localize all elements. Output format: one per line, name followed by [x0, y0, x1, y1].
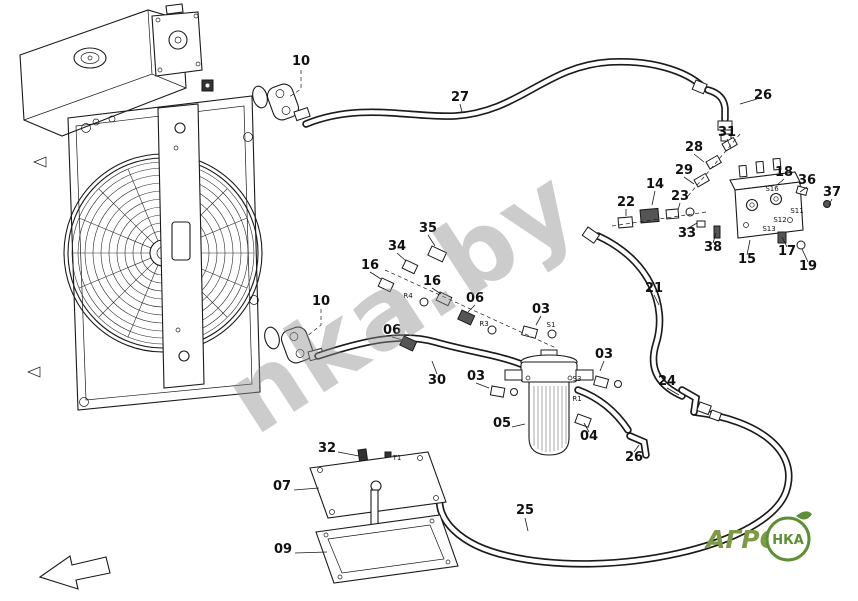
- logo-leaf-icon: [796, 511, 812, 520]
- callout-14: 14: [646, 177, 664, 192]
- port-label-r3: R3: [479, 320, 488, 328]
- hose-filter-link: [574, 386, 650, 459]
- callout-06-top: 06: [466, 291, 484, 306]
- flange-top: [252, 83, 311, 122]
- port-label-s3: S3: [573, 375, 582, 383]
- brand-logo: АГРО НКА: [704, 511, 812, 562]
- gasket-frame-09: [315, 514, 459, 584]
- callout-28: 28: [685, 140, 703, 155]
- valve-block: [729, 157, 804, 239]
- callout-32: 32: [318, 441, 336, 456]
- callout-34: 34: [388, 239, 406, 254]
- callout-03-left: 03: [467, 369, 485, 384]
- hose-30: [314, 334, 530, 370]
- callout-24: 24: [658, 374, 676, 389]
- oil-tank: [19, 9, 187, 168]
- callout-29: 29: [675, 163, 693, 178]
- callout-26-top: 26: [754, 88, 772, 103]
- callout-27: 27: [451, 90, 469, 105]
- hose-27: [302, 57, 708, 128]
- callout-21: 21: [645, 281, 663, 296]
- callout-37: 37: [823, 185, 841, 200]
- port-label-t1: T1: [392, 454, 402, 462]
- callout-18: 18: [775, 165, 793, 180]
- port-label-s1: S1: [547, 321, 556, 329]
- callout-15: 15: [738, 252, 756, 267]
- callout-33: 33: [678, 226, 696, 241]
- callout-17: 17: [778, 244, 796, 259]
- port-label-s16: S16: [765, 185, 779, 193]
- port-label-s11: S11: [790, 207, 803, 215]
- callout-03-top: 03: [532, 302, 550, 317]
- callout-labels: 10 27 26 31 28 29 18 36 37 14 22 23 33 3…: [273, 54, 841, 557]
- logo-circle-text: НКА: [772, 533, 804, 548]
- port-label-r1: R1: [572, 395, 581, 403]
- callout-03-right: 03: [595, 347, 613, 362]
- fittings-manifold: [617, 136, 831, 250]
- callout-38: 38: [704, 240, 722, 255]
- callout-16-right: 16: [423, 274, 441, 289]
- port-labels: R4 R3 S1 S3 R1 T1 S16 S11 S12 S13: [392, 185, 804, 462]
- callout-10-top: 10: [292, 54, 310, 69]
- fittings-chain: [377, 245, 723, 428]
- port-label-s12: S12: [773, 216, 786, 224]
- callout-04: 04: [580, 429, 598, 444]
- callout-07: 07: [273, 479, 291, 494]
- callout-10-bottom: 10: [312, 294, 330, 309]
- fan-bracket: [157, 103, 205, 389]
- hose-21: [581, 226, 686, 400]
- oil-filter: [504, 349, 594, 456]
- callout-06-left: 06: [383, 323, 401, 338]
- callout-26-bottom: 26: [625, 450, 643, 465]
- callout-16-left: 16: [361, 258, 379, 273]
- direction-arrow: [38, 555, 111, 590]
- port-label-r4: R4: [403, 292, 413, 300]
- callout-23: 23: [671, 189, 689, 204]
- callout-19: 19: [799, 259, 817, 274]
- leader-lines: [288, 70, 833, 554]
- port-label-s13: S13: [762, 225, 775, 233]
- callout-35: 35: [419, 221, 437, 236]
- callout-30: 30: [428, 373, 446, 388]
- logo-circle: [765, 516, 811, 562]
- pump-mount-block: [151, 3, 214, 92]
- callout-09: 09: [274, 542, 292, 557]
- callout-22: 22: [617, 195, 635, 210]
- elbow-26-top: [704, 86, 733, 142]
- callout-36: 36: [798, 173, 816, 188]
- callout-05: 05: [493, 416, 511, 431]
- callout-25: 25: [516, 503, 534, 518]
- callout-31: 31: [718, 125, 736, 140]
